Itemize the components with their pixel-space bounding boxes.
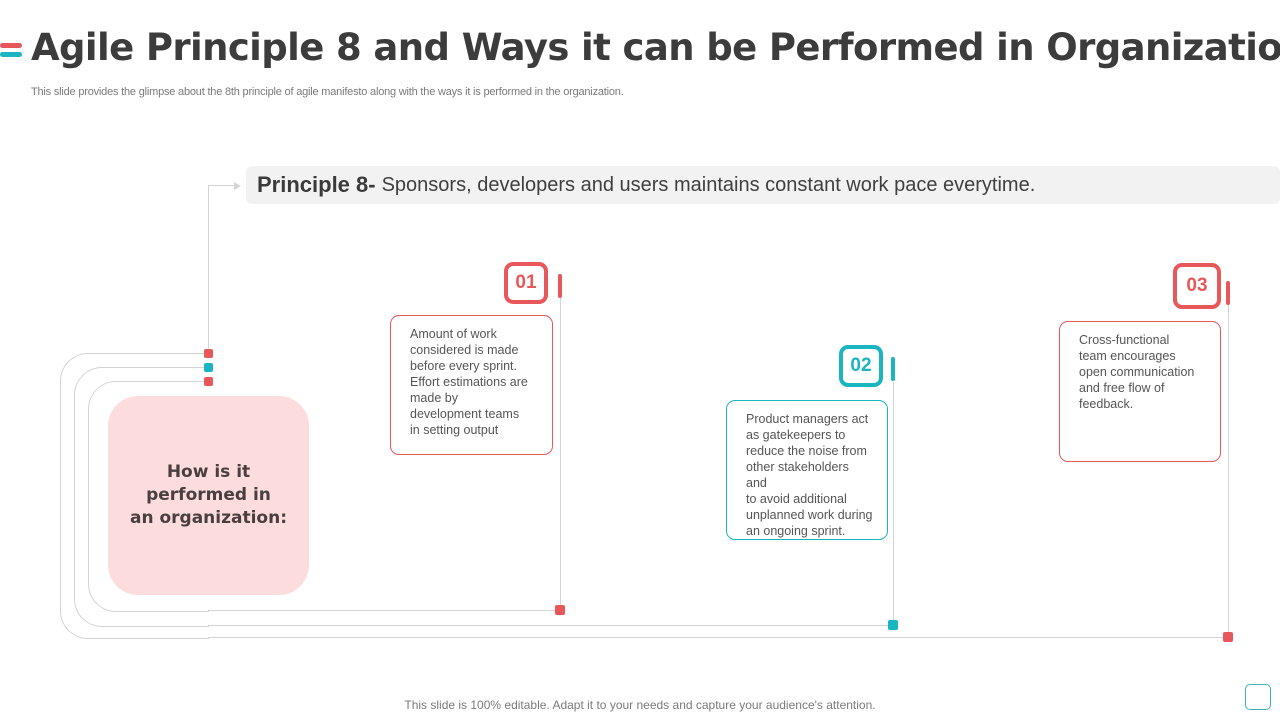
principle-bar: Principle 8- Sponsors, developers and us… <box>246 166 1280 204</box>
step-3-tick <box>1226 281 1230 305</box>
connector-bottom-step-1 <box>208 610 560 611</box>
node-dot-teal <box>204 363 213 372</box>
step-1-vertical-line <box>560 298 561 610</box>
step-3-card: Cross-functional team encourages open co… <box>1059 321 1221 462</box>
step-2-end-dot <box>888 620 898 630</box>
title-accent-red <box>0 43 22 48</box>
connector-bottom-step-3 <box>208 637 1228 638</box>
step-2-card: Product managers act as gatekeepers to r… <box>726 400 888 540</box>
principle-label: Principle 8- <box>257 172 376 197</box>
node-dot-red <box>204 349 213 358</box>
arrow-right-icon <box>234 182 241 190</box>
step-3-vertical-line <box>1228 305 1229 637</box>
node-dot-red <box>204 377 213 386</box>
step-1-end-dot <box>555 605 565 615</box>
square-icon[interactable] <box>1245 684 1271 710</box>
step-2-number-badge: 02 <box>839 345 883 387</box>
step-3-number-badge: 03 <box>1173 263 1221 309</box>
principle-text: Sponsors, developers and users maintains… <box>381 173 1036 196</box>
connector-curve-inner <box>88 381 209 612</box>
connector-vertical-principle <box>208 185 209 353</box>
connector-curve-outer <box>60 353 209 639</box>
connector-horizontal-principle <box>208 185 237 186</box>
step-1-card: Amount of work considered is made before… <box>390 315 553 455</box>
step-2-tick <box>891 357 895 381</box>
page-title: Agile Principle 8 and Ways it can be Per… <box>31 26 1280 69</box>
connector-curve-middle <box>74 367 209 627</box>
footer-note: This slide is 100% editable. Adapt it to… <box>404 698 876 712</box>
page-subtitle: This slide provides the glimpse about th… <box>31 86 624 98</box>
connector-bottom-step-2 <box>208 625 894 626</box>
step-2-vertical-line <box>893 382 894 625</box>
how-performed-box: How is it performed in an organization: <box>108 396 309 595</box>
title-accent-teal <box>0 52 22 57</box>
step-3-end-dot <box>1223 632 1233 642</box>
step-1-tick <box>558 274 562 298</box>
step-1-number-badge: 01 <box>504 262 548 304</box>
